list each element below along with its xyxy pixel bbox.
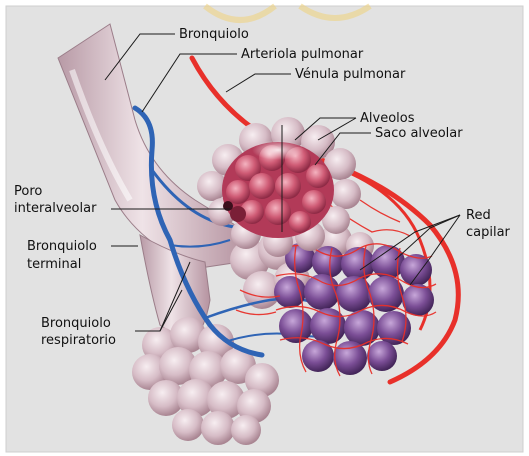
label-red-line1: Red	[466, 207, 491, 224]
label-respiratorio-line1: Bronquiolo	[41, 315, 111, 332]
label-bronquiolo: Bronquiolo	[179, 26, 249, 43]
label-poro-line1: Poro	[14, 183, 42, 200]
label-terminal-line2: terminal	[27, 256, 81, 273]
label-terminal-line1: Bronquiolo	[27, 238, 97, 255]
label-venula-pulmonar: Vénula pulmonar	[295, 66, 405, 83]
label-poro-line2: interalveolar	[14, 200, 96, 217]
label-red-line2: capilar	[466, 224, 510, 241]
label-arteriola-pulmonar: Arteriola pulmonar	[241, 46, 363, 63]
label-respiratorio-line2: respiratorio	[41, 332, 116, 349]
label-saco-alveolar: Saco alveolar	[375, 125, 463, 142]
